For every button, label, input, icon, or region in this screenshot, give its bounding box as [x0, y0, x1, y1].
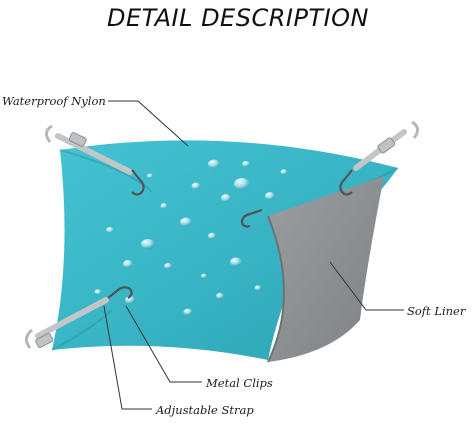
metal-clips — [107, 169, 353, 299]
waterproof-nylon-label: Waterproof Nylon — [2, 94, 106, 108]
page-title: DETAIL DESCRIPTION — [106, 4, 370, 32]
callout-lines — [103, 100, 404, 410]
adjustable-strap-label: Adjustable Strap — [156, 403, 254, 417]
soft-liner — [268, 176, 384, 362]
strap-buckles — [35, 132, 396, 348]
water-droplets — [94, 159, 288, 316]
d-rings — [25, 120, 419, 349]
soft-liner-label: Soft Liner — [407, 304, 466, 318]
metal-clips-label: Metal Clips — [206, 376, 273, 390]
